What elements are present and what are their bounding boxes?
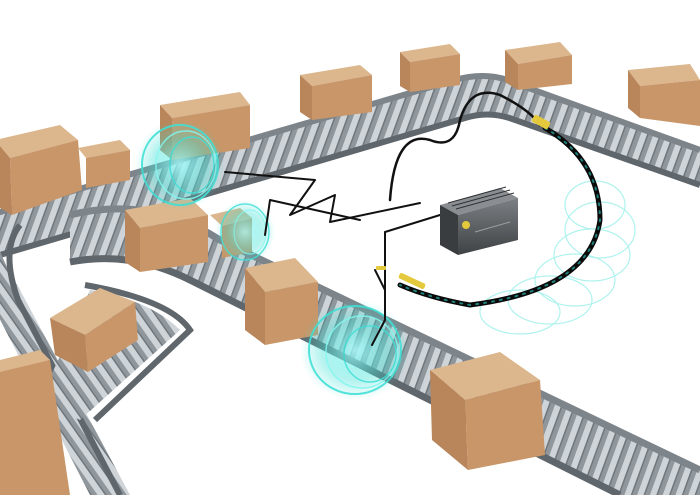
connector-icon xyxy=(531,114,551,130)
box xyxy=(400,44,460,92)
box xyxy=(0,350,70,495)
box xyxy=(0,125,82,215)
box xyxy=(300,65,372,120)
glow-ring xyxy=(300,300,410,400)
box xyxy=(125,198,208,272)
box xyxy=(78,140,130,188)
controller-unit-icon xyxy=(440,186,518,255)
cables xyxy=(224,91,603,346)
glow-ring xyxy=(135,120,225,210)
box xyxy=(245,258,318,345)
connector-icon xyxy=(376,266,386,270)
box xyxy=(430,352,545,470)
harting-logo-icon xyxy=(462,221,470,229)
box xyxy=(628,64,700,126)
box xyxy=(50,288,138,372)
connector-icon xyxy=(398,273,426,289)
box xyxy=(505,42,572,90)
cable-connectors xyxy=(376,114,551,289)
